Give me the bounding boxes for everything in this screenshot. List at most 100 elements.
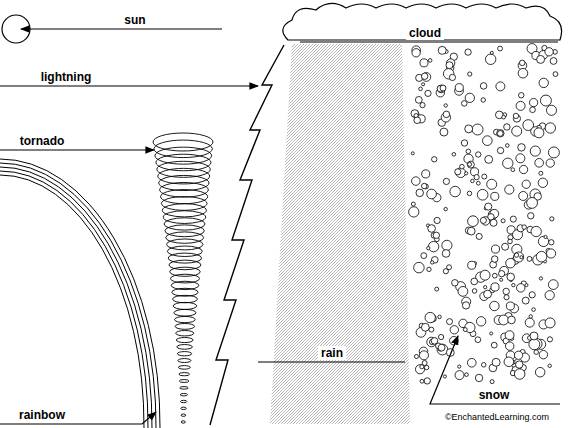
snowflake (477, 189, 488, 200)
tornado-ring (153, 133, 213, 151)
tornado-ring (177, 352, 191, 356)
snow-label: snow (476, 388, 513, 402)
snowflake (450, 186, 460, 196)
tornado-ring (175, 316, 196, 322)
snowflake (499, 271, 505, 277)
snowflake (422, 170, 430, 178)
snowflake (539, 277, 542, 280)
snowflake (546, 159, 554, 167)
snowflake (548, 147, 559, 158)
tornado-ring (162, 204, 206, 217)
rainbow-band (0, 175, 144, 428)
snowflake (528, 213, 534, 219)
snowflake (497, 147, 503, 153)
snowflake (508, 316, 516, 324)
snowflake (468, 261, 476, 269)
snowflake (422, 73, 431, 82)
snowflake (491, 245, 499, 253)
snowflake (546, 105, 556, 115)
tornado-ring (166, 232, 204, 243)
snowflake (539, 350, 547, 358)
snowflake (511, 168, 515, 172)
snowflake (484, 286, 487, 289)
snowflake (522, 180, 530, 188)
snowflake (549, 240, 554, 245)
tornado-ring (178, 366, 190, 370)
snowflake (534, 350, 539, 355)
snowflake (440, 128, 448, 136)
snowflake (434, 217, 440, 223)
snowflake (534, 128, 544, 138)
lightning-bolt (210, 45, 284, 425)
snowflake (455, 371, 464, 380)
copyright-note: ©EnchantedLearning.com (443, 412, 551, 423)
snowflake (510, 216, 516, 222)
snowflake (474, 175, 479, 180)
snowflake (506, 302, 514, 310)
tornado-ring (173, 302, 196, 309)
snowflake (513, 113, 518, 118)
snowflake (491, 192, 499, 200)
snowflake (455, 169, 461, 175)
snowflake (458, 286, 468, 296)
snowflake (427, 267, 431, 271)
snowflake (438, 315, 442, 319)
snowflake (466, 149, 471, 154)
snowflake (546, 249, 555, 258)
snowflake (485, 203, 492, 210)
snowflake (536, 251, 547, 262)
snowflake (505, 185, 514, 194)
tornado-ring (175, 323, 194, 329)
snowflake (529, 315, 532, 318)
snowflake (468, 72, 472, 76)
snowflake (490, 332, 493, 335)
snowflake (550, 58, 557, 65)
tornado-ring (180, 393, 187, 395)
snowflake (505, 144, 509, 148)
snowflake (425, 90, 431, 96)
snowflake (514, 369, 524, 379)
snowflake (537, 55, 545, 63)
snowflake (540, 95, 551, 106)
snowflake (471, 179, 474, 182)
snowflake (422, 183, 427, 188)
snowflake (415, 365, 424, 374)
snowflake (480, 270, 490, 280)
snowflake (529, 98, 537, 106)
tornado-ring (180, 387, 188, 390)
snowflake (522, 297, 529, 304)
snowflake (525, 284, 528, 287)
snowflake (490, 301, 499, 310)
snowflake (529, 292, 535, 298)
snowflake (427, 246, 430, 249)
snowflake (429, 327, 434, 332)
snowflake (443, 375, 446, 378)
snowflake (550, 217, 554, 221)
leader-line (21, 28, 222, 29)
leader-line (430, 336, 560, 404)
snowflake (482, 174, 487, 179)
snowflake (438, 46, 446, 54)
snowflake (476, 233, 482, 239)
tornado-label: tornado (17, 134, 68, 148)
snowflake (497, 131, 503, 137)
snowflake (435, 287, 439, 291)
snowflake (419, 351, 428, 360)
snowflake (431, 338, 438, 345)
snowflake (430, 261, 433, 264)
snowflake (458, 365, 461, 368)
snowflake (516, 154, 525, 163)
snowflake (467, 358, 476, 367)
tornado-ring (181, 421, 185, 423)
snowflake (519, 165, 527, 173)
snowflake (461, 140, 467, 146)
snowflake (548, 280, 558, 290)
snowflake (514, 253, 518, 257)
snowflake (411, 152, 414, 155)
snowflake (517, 284, 525, 292)
snowflake (496, 82, 505, 91)
snowflake (530, 146, 540, 156)
snowflake (442, 240, 452, 250)
snowflake (415, 96, 422, 103)
tornado-ring (167, 239, 203, 250)
